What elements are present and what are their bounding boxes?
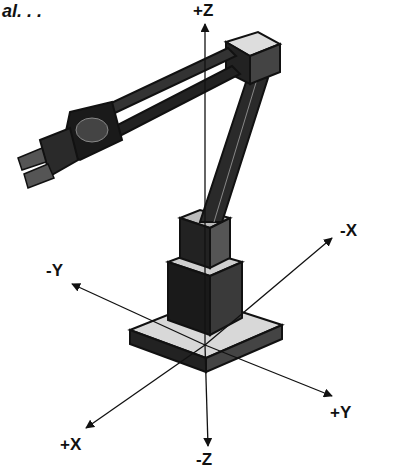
axis-label: +Z bbox=[193, 2, 213, 19]
axis-label: -Z bbox=[196, 451, 212, 468]
axis-label: -X bbox=[340, 222, 357, 239]
caption-fragment: al. . . bbox=[2, 2, 42, 20]
axis-label: +X bbox=[60, 436, 81, 453]
axis-label: +Y bbox=[330, 404, 351, 421]
axis-label: -Y bbox=[46, 262, 63, 279]
